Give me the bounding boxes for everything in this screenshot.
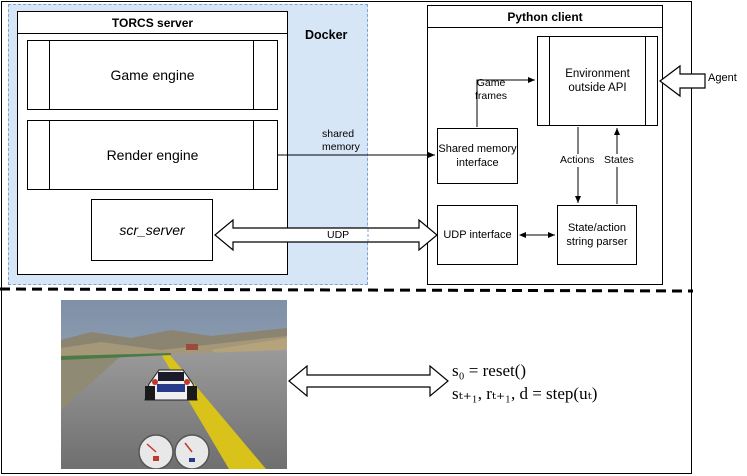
render-engine-label: Render engine [106,147,199,163]
game-engine-right-bar [253,40,254,110]
shared-memory-interface-label: Shared memory interface [438,143,517,169]
agent-arrow [659,64,706,98]
outer-frame [1,1,692,474]
python-client-title: Python client [507,10,583,24]
step-equation: sₜ₊₁, rₜ₊₁, d = step(uₜ) [452,384,598,403]
environment-label: Environment outside API [565,68,630,94]
udp-interface-label: UDP interface [443,228,512,241]
parser-label: State/action string parser [566,222,628,248]
reset-equation: s₀ = reset() [452,361,527,380]
scr-server-box: scr_server [91,199,213,261]
gauges [138,434,210,469]
udp-double-arrow [214,218,438,252]
env-api-double-arrow [288,364,449,398]
environment-left-bar [549,36,550,126]
game-frames-label: Game frames [474,77,508,102]
actions-label: Actions [559,154,596,167]
torcs-title-divider [17,33,288,34]
torcs-screenshot [61,300,287,469]
environment-right-bar [645,36,646,126]
docker-label: Docker [305,28,348,42]
environment-box: Environment outside API [537,36,658,126]
scr-server-label: scr_server [119,222,185,238]
parser-box: State/action string parser [557,205,637,265]
states-label: States [603,154,635,167]
section-separator [0,287,694,293]
game-engine-left-bar [49,40,50,110]
shared-memory-interface-box: Shared memory interface [437,128,518,184]
game-engine-box: Game engine [27,40,278,110]
game-frames-arrow [476,77,535,127]
udp-label: UDP [327,229,350,241]
render-engine-left-bar [49,120,50,190]
udp-interface-box: UDP interface [437,205,518,265]
torcs-server-title: TORCS server [111,16,194,30]
render-engine-right-bar [253,120,254,190]
shared-memory-label: shared memory [322,128,360,153]
render-engine-box: Render engine [27,120,278,190]
race-car [144,369,198,401]
agent-label: Agent [708,72,737,84]
game-engine-label: Game engine [110,67,195,83]
torcs-scene [61,300,287,469]
python-title-divider [427,27,663,28]
